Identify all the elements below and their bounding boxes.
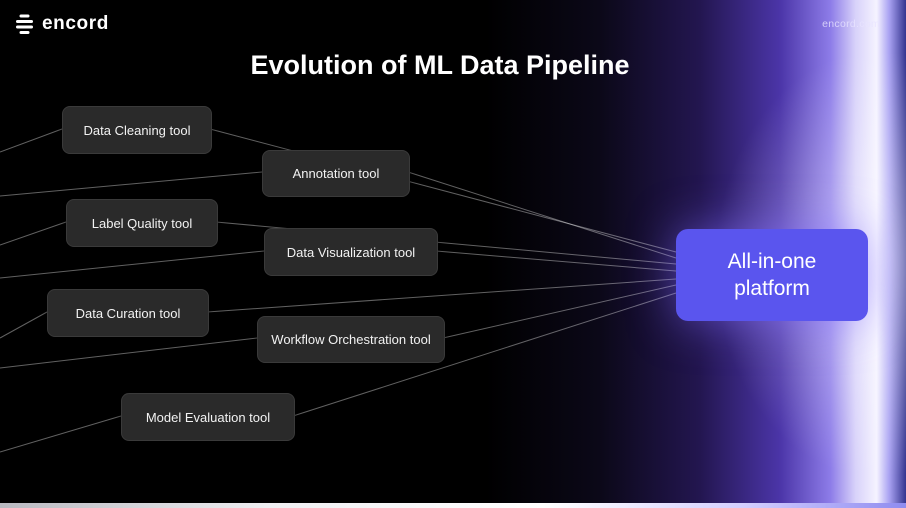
site-url: encord.com	[822, 18, 880, 30]
tool-label: Label Quality tool	[91, 215, 193, 231]
tool-box-annotation: Annotation tool	[262, 150, 410, 197]
all-in-one-platform-box: All-in-one platform	[676, 229, 868, 321]
tool-box-model-evaluation: Model Evaluation tool	[121, 393, 295, 441]
encord-logo: encord	[14, 13, 109, 34]
tool-label: Model Evaluation tool	[145, 409, 271, 425]
encord-logo-icon	[14, 13, 35, 34]
tool-label: Data Visualization tool	[286, 244, 416, 260]
platform-label: All-in-one platform	[727, 249, 817, 300]
tool-box-data-curation: Data Curation tool	[47, 289, 209, 337]
bottom-light-strip	[0, 503, 906, 508]
tool-label: Data Cleaning tool	[83, 122, 191, 138]
tool-box-data-visualization: Data Visualization tool	[264, 228, 438, 276]
tool-label: Workflow Orchestration tool	[271, 332, 431, 347]
tool-box-label-quality: Label Quality tool	[66, 199, 218, 247]
encord-wordmark: encord	[42, 13, 109, 34]
page-title: Evolution of ML Data Pipeline	[250, 50, 630, 80]
tool-box-data-cleaning: Data Cleaning tool	[62, 106, 212, 154]
tool-label: Annotation tool	[292, 166, 380, 181]
tool-label: Data Curation tool	[75, 305, 181, 321]
tool-box-workflow-orchestration: Workflow Orchestration tool	[257, 316, 445, 363]
